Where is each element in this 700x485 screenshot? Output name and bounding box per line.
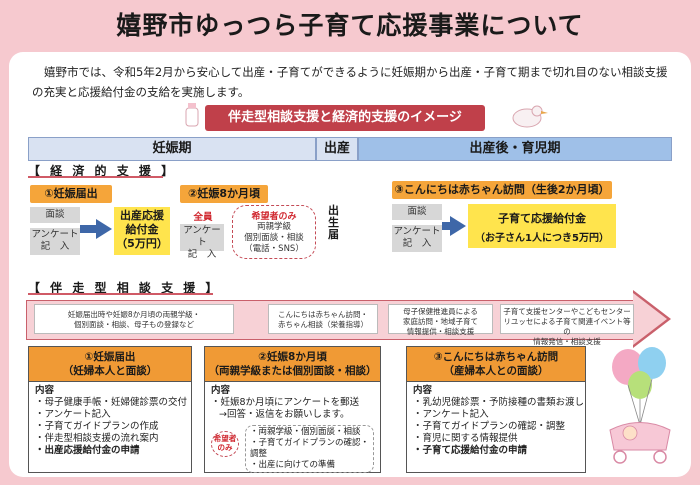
card-header: ①妊娠届出 （妊婦本人と面談） (29, 347, 191, 382)
list-item-highlight: ・出産応援給付金の申請 (35, 445, 140, 456)
step3-benefit-line1: 子育て応援給付金 (498, 212, 586, 225)
card-pregnancy-notification: ①妊娠届出 （妊婦本人と面談） 内容 ・母子健康手帳・妊婦健診票の交付 ・アンケ… (28, 346, 192, 473)
step2-hope-body: 両親学級 個別面談・相談 （電話・SNS） (244, 222, 304, 254)
step2-hope-label: 希望者のみ (251, 212, 297, 222)
arrow-item-4: 子育て支援センターやこどもセンター リユッセによる子育て関連イベント等の 情報発… (500, 304, 634, 346)
balloon-green-icon (628, 371, 652, 399)
page-title: 嬉野市ゆっつら子育て応援事業について (116, 11, 584, 40)
phase-pregnancy: 妊娠期 (28, 137, 316, 161)
hope-badge-label: 希望者のみ (213, 434, 237, 452)
list-item: ・妊娠8か月頃にアンケートを郵送 (211, 397, 360, 408)
timeline-arrowhead-fill (633, 293, 667, 345)
card-baby-visit: ③こんにちは赤ちゃん訪問 （産婦本人との面談） 内容 ・乳幼児健診票・予防接種の… (406, 346, 586, 473)
baby-carriage-illustration (609, 347, 671, 464)
list-item: ・アンケート記入 (35, 409, 111, 420)
list-item: ・出産に向けての準備 (250, 460, 336, 470)
step1-arrow-bar (80, 225, 96, 233)
step1-arrow (96, 219, 112, 239)
card-content-label: 内容 (413, 385, 433, 396)
list-item: ・子育てガイドプランの確認・調整 (250, 438, 370, 459)
card-header: ③こんにちは赤ちゃん訪問 （産婦本人との面談） (407, 347, 585, 382)
list-item: ・子育てガイドプランの確認・調整 (413, 421, 566, 432)
list-item: ・子育てガイドプランの作成 (35, 421, 159, 432)
step3-label: ③こんにちは赤ちゃん訪問（生後2か月頃） (392, 181, 612, 199)
list-item: ・両親学級・個別面談・相談 (250, 427, 361, 437)
heading-underline (28, 293, 213, 295)
list-item: ・伴走型相談支援の流れ案内 (35, 433, 159, 444)
intro-text: 嬉野市では、令和5年2月から安心して出産・子育てができるように妊娠期から出産・子… (32, 65, 668, 99)
card-content-label: 内容 (35, 385, 55, 396)
hope-section: 希望者のみ ・両親学級・個別面談・相談 ・子育てガイドプランの確認・調整 ・出産… (211, 425, 374, 473)
card-subtitle: （妊婦本人と面談） (62, 365, 158, 377)
step3-arrow (450, 216, 466, 236)
image-banner: 伴走型相談支援と経済的支援のイメージ (205, 105, 485, 131)
step3-benefit-line2: （お子さん1人につき5万円） (475, 233, 609, 244)
heading-underline (28, 176, 163, 178)
step3-survey: アンケート 記 入 (392, 225, 442, 252)
balloon-blue-icon (638, 347, 666, 379)
step2-label: ②妊娠8か月頃 (180, 185, 268, 203)
step3-benefit: 子育て応援給付金 （お子さん1人につき5万円） (468, 204, 616, 248)
step2-hope-box: 希望者のみ 両親学級 個別面談・相談 （電話・SNS） (232, 205, 316, 259)
list-item: ・アンケート記入 (413, 409, 489, 420)
birth-registration: 出生届 (328, 204, 339, 241)
list-item: ・母子健康手帳・妊婦健診票の交付 (35, 397, 188, 408)
hope-badge: 希望者のみ (211, 431, 239, 457)
step1-survey: アンケート 記 入 (30, 228, 80, 255)
card-header: ②妊娠8か月頃 （両親学級または個別面談・相談） (205, 347, 380, 382)
list-item: ・育児に関する情報提供 (413, 433, 518, 444)
list-item: →回答・返信をお願いします。 (219, 409, 350, 420)
step1-interview: 面談 (30, 207, 80, 223)
step3-interview: 面談 (392, 204, 442, 220)
stork-icon (512, 105, 548, 128)
card-title: ③こんにちは赤ちゃん訪問 (433, 351, 559, 363)
step3-arrow-bar (442, 222, 450, 230)
step1-label: ①妊娠届出 (30, 185, 112, 203)
hope-list: ・両親学級・個別面談・相談 ・子育てガイドプランの確認・調整 ・出産に向けての準… (245, 425, 374, 473)
card-body: 内容 ・母子健康手帳・妊婦健診票の交付 ・アンケート記入 ・子育てガイドプランの… (29, 382, 191, 460)
card-body: 内容 ・乳幼児健診票・予防接種の書類お渡し ・アンケート記入 ・子育てガイドプラ… (407, 382, 585, 460)
card-content-label: 内容 (211, 385, 231, 396)
list-item-highlight: ・子育て応援給付金の申請 (413, 445, 528, 456)
card-subtitle: （産婦本人との面談） (443, 365, 549, 377)
baby-bottle-icon (185, 103, 199, 127)
phase-birth: 出産 (316, 137, 358, 161)
card-title: ①妊娠届出 (84, 351, 136, 363)
card-body: 内容 ・妊娠8か月頃にアンケートを郵送 →回答・返信をお願いします。 希望者のみ… (205, 382, 380, 473)
step1-benefit: 出産応援 給付金 （5万円） (114, 207, 170, 255)
phase-postpartum: 出産後・育児期 (358, 137, 672, 161)
list-item: ・乳幼児健診票・予防接種の書類お渡し (413, 397, 585, 408)
step2-all: 全員 (193, 212, 213, 223)
card-subtitle: （両親学級または個別面談・相談） (208, 365, 377, 377)
card-8-months: ②妊娠8か月頃 （両親学級または個別面談・相談） 内容 ・妊娠8か月頃にアンケー… (204, 346, 381, 473)
companion-support-heading: 【 伴 走 型 相 談 支 援 】 (28, 281, 221, 295)
step2-survey: アンケート 記 入 (180, 224, 224, 260)
arrow-item-2: こんにちは赤ちゃん訪問・ 赤ちゃん相談（栄養指導） (268, 304, 378, 334)
card-title: ②妊娠8か月頃 (258, 351, 327, 363)
arrow-item-3: 母子保健推進員による 家庭訪問・地域子育て 情報提供・相談支援 (388, 304, 493, 336)
economic-support-heading: 【 経 済 的 支 援 】 (28, 164, 177, 178)
arrow-item-1: 妊娠届出時や妊娠8か月頃の両親学級・ 個別面談・相談、母子もの登録など (34, 304, 234, 334)
